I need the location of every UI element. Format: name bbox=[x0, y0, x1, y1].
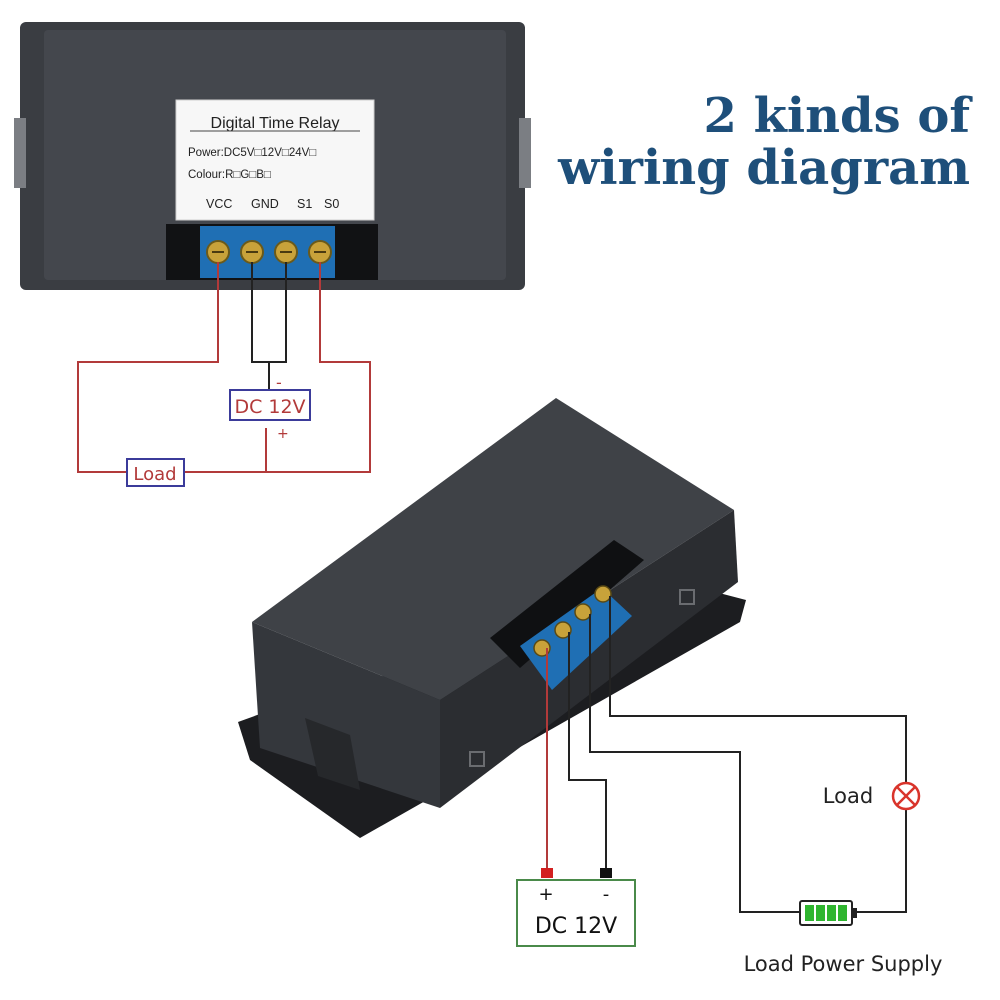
bottom-supply-label: DC 12V bbox=[535, 914, 617, 939]
bottom-module-top-face bbox=[252, 398, 734, 700]
bottom-supply-minus: - bbox=[603, 884, 610, 905]
headline-line-2: wiring diagram bbox=[558, 140, 970, 196]
supply-minus-terminal bbox=[600, 868, 612, 878]
top-supply-label: DC 12V bbox=[234, 396, 305, 418]
top-module-left-clip bbox=[14, 118, 26, 188]
relay-label-sticker bbox=[175, 99, 375, 221]
wire-vcc-to-load bbox=[77, 262, 219, 473]
top-supply-minus: - bbox=[276, 373, 282, 392]
wire-s0-to-lamp bbox=[609, 596, 907, 782]
battery-icon bbox=[799, 900, 857, 926]
bottom-terminal-opening bbox=[490, 540, 644, 668]
wire-load-to-supply-plus bbox=[184, 428, 267, 473]
terminal-label-s1: S1 bbox=[297, 197, 312, 211]
top-load-box bbox=[126, 458, 185, 487]
bottom-module-clip bbox=[305, 718, 360, 790]
wire-battery-to-lamp bbox=[856, 810, 907, 913]
lamp-icon bbox=[891, 781, 921, 811]
top-supply-box bbox=[229, 389, 311, 421]
bottom-module-side-face bbox=[252, 622, 440, 808]
terminal-label-s0: S0 bbox=[324, 197, 339, 211]
top-load-label: Load bbox=[133, 464, 176, 485]
terminal-label-gnd: GND bbox=[251, 197, 279, 211]
bottom-supply-plus: + bbox=[538, 884, 553, 905]
bottom-wiring bbox=[546, 596, 907, 913]
headline-line-1: 2 kinds of bbox=[703, 88, 970, 144]
top-supply-plus: + bbox=[277, 426, 289, 442]
bottom-relay-module bbox=[238, 398, 746, 838]
terminal-screws bbox=[206, 240, 332, 264]
wire-gnd-to-supply-minus-b bbox=[568, 632, 607, 872]
top-wiring bbox=[77, 262, 371, 473]
bottom-supply-box bbox=[516, 879, 636, 947]
relay-label-colour: Colour:R□G□B□ bbox=[188, 169, 271, 181]
top-relay-module: Digital Time Relay Power:DC5V□12V□24V□ C… bbox=[14, 22, 531, 290]
wire-s1-to-battery bbox=[589, 614, 800, 913]
bottom-load-label: Load bbox=[823, 784, 873, 808]
headline: 2 kinds of wiring diagram bbox=[558, 92, 970, 192]
top-module-right-clip bbox=[519, 118, 531, 188]
relay-label-title: Digital Time Relay bbox=[211, 115, 340, 132]
terminal-label-vcc: VCC bbox=[206, 197, 232, 211]
relay-label-power: Power:DC5V□12V□24V□ bbox=[188, 147, 316, 159]
load-power-supply-label: Load Power Supply bbox=[744, 952, 943, 976]
wire-s0-loop bbox=[266, 262, 371, 473]
supply-plus-terminal bbox=[541, 868, 553, 878]
